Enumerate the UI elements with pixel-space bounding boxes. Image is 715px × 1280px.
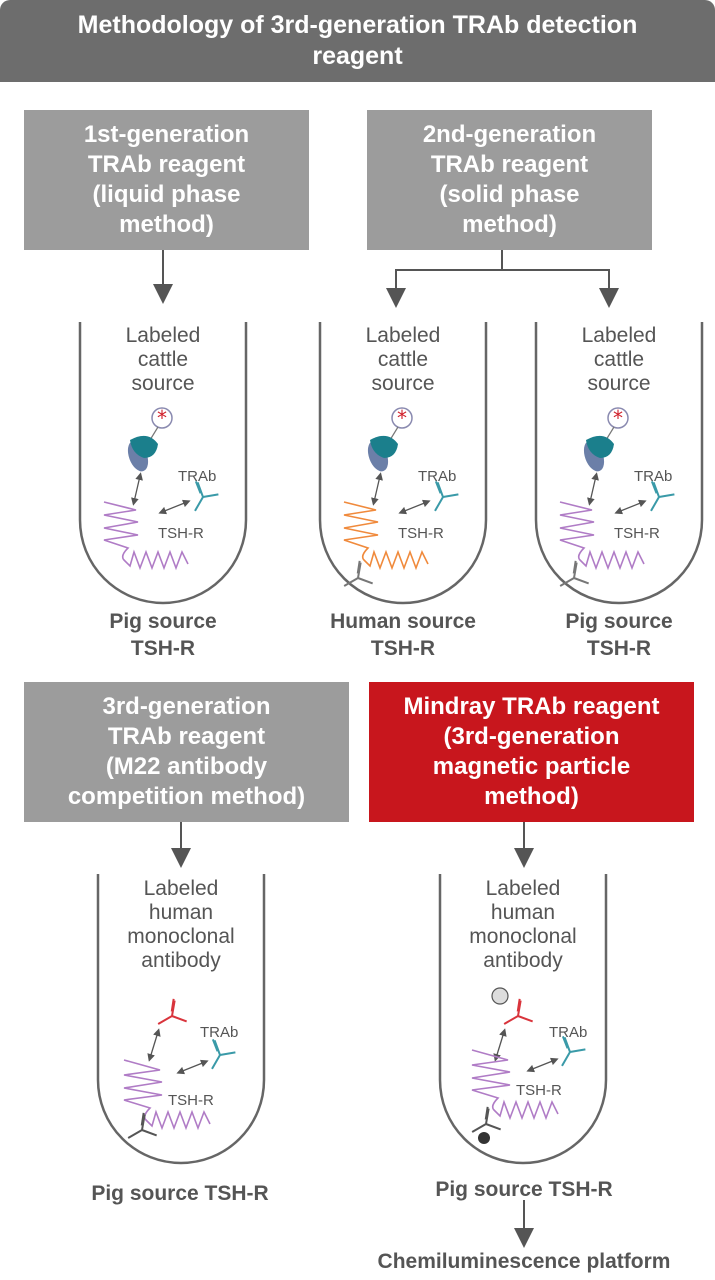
- capture-antibody-icon: [336, 559, 374, 598]
- tube-5-label: Labeled human monoclonal antibody: [469, 877, 577, 972]
- arrow-gen2-branch: [386, 250, 503, 308]
- capture-antibody-icon: [552, 559, 590, 598]
- magnetic-particle-icon: [478, 1132, 490, 1144]
- trab-label: TRAb: [634, 468, 673, 485]
- trab-antibody-icon: [637, 480, 676, 518]
- mindray-method-box: Mindray TRAb reagent (3rd-generation mag…: [369, 682, 694, 822]
- tube-4: [96, 874, 266, 1165]
- labeled-cattle-antigen-icon: [123, 405, 173, 475]
- tube-3: [534, 322, 704, 605]
- trab-label: TRAb: [549, 1024, 588, 1041]
- platform-label: Chemiluminescence platform: [377, 1250, 671, 1273]
- gen3-method-box: 3rd-generation TRAb reagent (M22 antibod…: [24, 682, 349, 822]
- tube-2: [318, 322, 488, 605]
- trab-label: TRAb: [178, 468, 217, 485]
- m22-antibody-icon: [150, 997, 188, 1036]
- tube-3-label: Labeled cattle source: [581, 324, 657, 395]
- tube-1: [78, 322, 248, 605]
- gen2-method-box: 2nd-generation TRAb reagent (solid phase…: [367, 110, 652, 250]
- tube-4-label: Labeled human monoclonal antibody: [127, 877, 235, 972]
- pig-tsh-r-receptor-icon: [471, 1049, 559, 1121]
- tsh-r-label: TSH-R: [614, 525, 660, 542]
- gen1-method-box: 1st-generation TRAb reagent (liquid phas…: [24, 110, 309, 250]
- trab-antibody-icon: [421, 480, 460, 518]
- labeled-cattle-antigen-icon: [363, 405, 413, 475]
- tsh-r-label: TSH-R: [516, 1082, 562, 1099]
- tube-2-source: Human source TSH-R: [330, 610, 476, 660]
- labeled-cattle-antigen-icon: [579, 405, 629, 475]
- tube-5-source: Pig source TSH-R: [435, 1178, 613, 1201]
- tube-2-label: Labeled cattle source: [365, 324, 441, 395]
- tube-5: [438, 874, 608, 1165]
- arrow-gen2-branch-right: [502, 269, 619, 308]
- tsh-r-label: TSH-R: [398, 525, 444, 542]
- tube-3-source: Pig source TSH-R: [565, 610, 673, 660]
- tsh-r-label: TSH-R: [158, 525, 204, 542]
- trab-label: TRAb: [200, 1024, 239, 1041]
- trab-label: TRAb: [418, 468, 457, 485]
- trab-antibody-icon: [198, 1038, 237, 1076]
- tube-1-label: Labeled cattle source: [125, 324, 201, 395]
- pig-tsh-r-receptor-icon: [559, 501, 645, 571]
- pig-tsh-r-receptor-icon: [103, 501, 189, 571]
- chemiluminescent-label-icon: [491, 987, 509, 1005]
- human-tsh-r-receptor-icon: [343, 501, 429, 571]
- tube-1-source: Pig source TSH-R: [109, 610, 217, 660]
- trab-antibody-icon: [181, 480, 220, 518]
- tsh-r-label: TSH-R: [168, 1092, 214, 1109]
- diagram-title: Methodology of 3rd-generation TRAb detec…: [0, 0, 715, 82]
- tube-4-source: Pig source TSH-R: [91, 1182, 269, 1205]
- trab-antibody-icon: [548, 1035, 587, 1073]
